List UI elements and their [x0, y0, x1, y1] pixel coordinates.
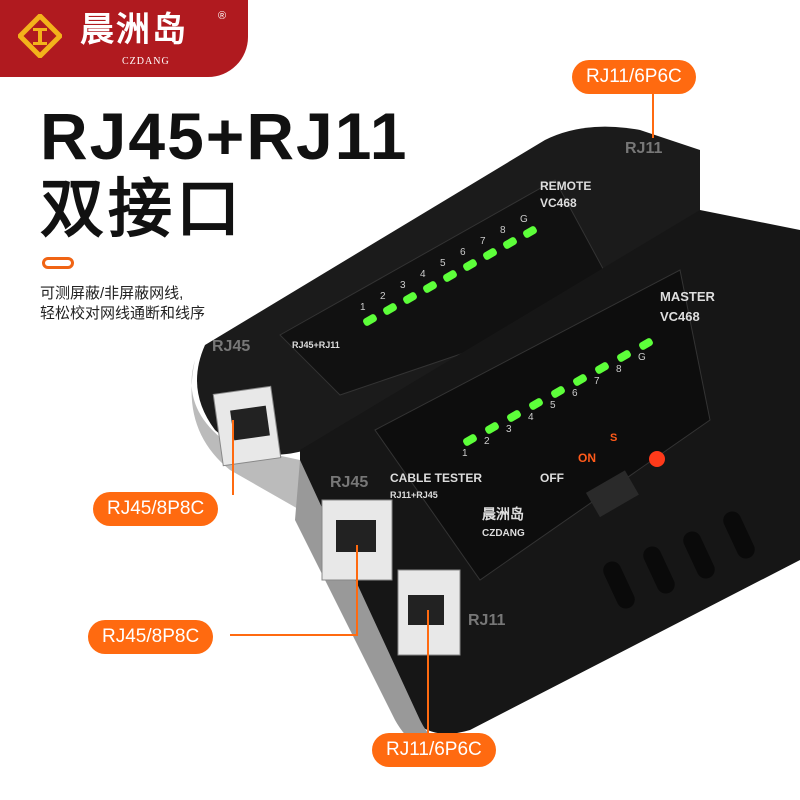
- brand-emblem-icon: [18, 14, 62, 58]
- callout-line: [356, 545, 358, 635]
- pin-number-label: 7: [480, 236, 486, 247]
- switch-off-label: OFF: [540, 471, 564, 485]
- led-indicator: [423, 281, 437, 293]
- headline-dual: 双接口: [40, 173, 244, 245]
- switch-s-label: S: [610, 432, 618, 444]
- callout-remote-rj45: RJ45/8P8C: [93, 492, 219, 526]
- pin-number-label: 4: [420, 269, 426, 280]
- brand-logo: 晨洲岛 ® CZDANG: [0, 0, 248, 77]
- remote-rj45-rim: [191, 360, 300, 510]
- master-led-row: 1 2 3 4 5 6 7 8 G: [462, 338, 653, 459]
- callout-line: [232, 420, 234, 495]
- led-indicator: [443, 270, 457, 282]
- callout-master-rj45: RJ45/8P8C: [88, 620, 214, 654]
- pin-number-label: G: [638, 352, 646, 363]
- pin-number-label: 8: [500, 225, 506, 236]
- pin-number-label: 4: [528, 412, 534, 423]
- remote-ports-label: RJ45+RJ11: [292, 340, 340, 350]
- accent-dash: [42, 257, 74, 269]
- device-brand-en: CZDANG: [482, 528, 525, 539]
- led-indicator: [507, 410, 521, 422]
- callout-line: [230, 634, 358, 636]
- callout-bottom-rj11: RJ11/6P6C: [372, 733, 496, 767]
- led-indicator: [363, 314, 377, 326]
- led-indicator: [503, 237, 517, 249]
- pin-number-label: 6: [460, 247, 466, 258]
- led-indicator: [617, 350, 631, 362]
- power-led: [649, 451, 665, 467]
- led-indicator: [639, 338, 653, 350]
- registered-mark: ®: [218, 10, 227, 22]
- pin-number-label: 5: [550, 400, 556, 411]
- remote-model: VC468: [540, 196, 577, 210]
- pin-number-label: 5: [440, 258, 446, 269]
- led-indicator: [523, 226, 537, 238]
- master-ports-label: RJ11+RJ45: [390, 490, 438, 500]
- master-model: VC468: [660, 309, 700, 324]
- led-indicator: [573, 374, 587, 386]
- master-panel: [374, 269, 711, 581]
- pin-number-label: 8: [616, 364, 622, 375]
- master-rj45-label: RJ45: [330, 474, 369, 491]
- pin-number-label: 1: [462, 448, 468, 459]
- pin-number-label: 1: [360, 302, 366, 313]
- led-indicator: [463, 434, 477, 446]
- led-indicator: [463, 259, 477, 271]
- switch-on-label: ON: [578, 451, 596, 465]
- led-indicator: [485, 422, 499, 434]
- led-indicator: [483, 248, 497, 260]
- led-indicator: [529, 398, 543, 410]
- led-indicator: [403, 292, 417, 304]
- remote-rj11-label: RJ11: [625, 140, 663, 157]
- description-line: 可测屏蔽/非屏蔽网线,: [40, 285, 184, 302]
- description: 可测屏蔽/非屏蔽网线, 轻松校对网线通断和线序: [40, 284, 205, 324]
- device-brand-cn: 晨洲岛: [482, 506, 524, 522]
- callout-line: [652, 92, 654, 138]
- headline-ports: RJ45+RJ11: [40, 99, 409, 173]
- power-switch: [585, 470, 639, 518]
- master-rj11-label: RJ11: [468, 612, 506, 629]
- pin-number-label: 6: [572, 388, 578, 399]
- description-line: 轻松校对网线通断和线序: [40, 305, 206, 322]
- remote-rj45-label: RJ45: [212, 338, 251, 355]
- cable-tester-label: CABLE TESTER: [390, 471, 483, 485]
- brand-name-en: CZDANG: [122, 56, 170, 67]
- master-label: MASTER: [660, 289, 715, 304]
- callout-line: [427, 610, 429, 734]
- pin-number-label: 7: [594, 376, 600, 387]
- pin-number-label: 2: [484, 436, 490, 447]
- led-indicator: [595, 362, 609, 374]
- pin-number-label: 3: [506, 424, 512, 435]
- led-indicator: [551, 386, 565, 398]
- remote-label: REMOTE: [540, 179, 592, 193]
- pin-number-label: G: [520, 214, 528, 225]
- remote-led-row: 1 2 3 4 5 6 7 8 G: [360, 214, 537, 326]
- callout-top-rj11: RJ11/6P6C: [572, 60, 696, 94]
- pin-number-label: 2: [380, 291, 386, 302]
- brand-name: 晨洲岛: [80, 11, 188, 49]
- pin-number-label: 3: [400, 280, 406, 291]
- led-indicator: [383, 303, 397, 315]
